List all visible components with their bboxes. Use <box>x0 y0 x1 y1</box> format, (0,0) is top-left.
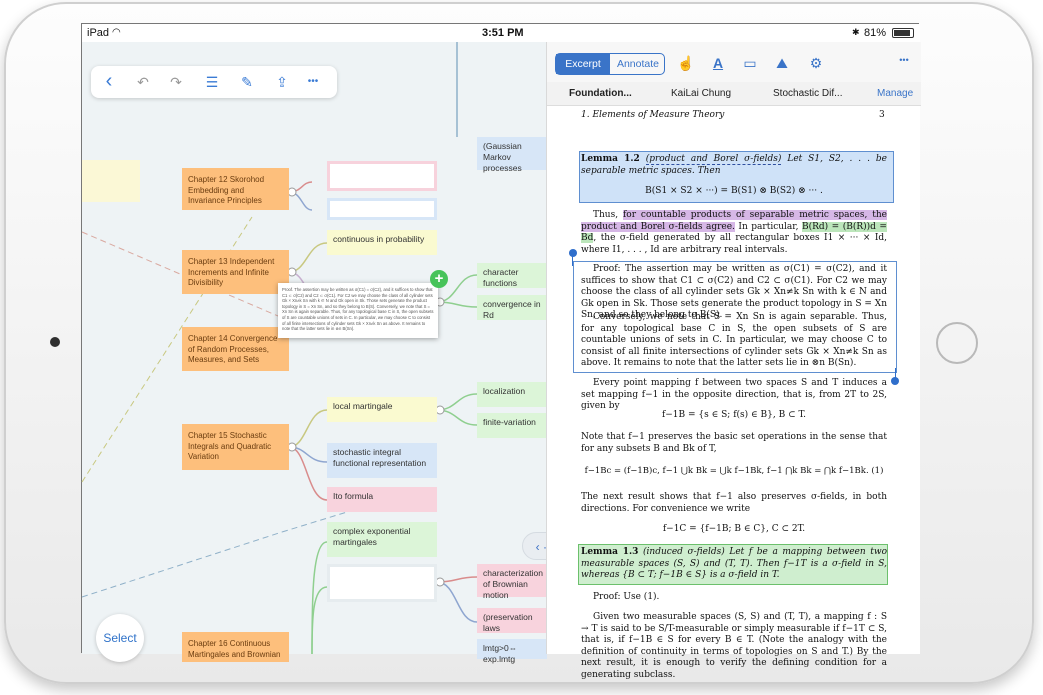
clock: 3:51 PM <box>482 27 524 39</box>
proof-text: Conversely, we note that S = Xn Sn is ag… <box>581 312 887 368</box>
mindmap-toolbar: ‹ ↶ ↷ ☰ ✎ ⇪ ••• <box>91 66 337 98</box>
topic-char-func[interactable]: character functions <box>477 263 547 288</box>
wifi-icon: ◠ <box>112 27 121 38</box>
formula: f−1C = {f−1B; B ∈ C}, C ⊂ 2T. <box>662 524 806 534</box>
chapter-13[interactable]: Chapter 13 Independent Increments and In… <box>182 250 289 294</box>
settings-icon[interactable]: ⚙ <box>809 55 823 71</box>
text: , the σ-field generated by all rectangul… <box>581 233 887 255</box>
paragraph: Note that f−1 preserves the basic set op… <box>581 432 887 454</box>
topic-preservation[interactable]: (preservation laws <box>477 608 547 633</box>
more-icon[interactable]: ••• <box>307 76 319 87</box>
screen: iPad ◠ 3:51 PM ✱ 81% <box>81 23 921 680</box>
lemma-text: Let S1, S2, . . . be separable metric sp… <box>581 154 887 176</box>
chapter-16[interactable]: Chapter 16 Continuous Martingales and Br… <box>182 632 289 662</box>
selection-handle-end[interactable] <box>891 377 899 385</box>
lemma-1-3: Lemma 1.3 (induced σ-fields) Let f be a … <box>581 547 887 582</box>
proof-selection[interactable] <box>573 261 897 373</box>
mindmap-connectors <box>81 42 478 655</box>
lemma-1-3-excerpt[interactable] <box>578 544 888 585</box>
map-icon[interactable]: ⛰ <box>776 55 788 71</box>
lemma-name: (product and Borel σ-fields) <box>645 154 782 165</box>
status-bar: iPad ◠ 3:51 PM ✱ 81% <box>82 24 920 42</box>
lemma-title: Lemma 1.2 <box>581 154 640 164</box>
text: In particular, <box>738 221 799 232</box>
formula: f−1Bc = (f−1B)c, f−1 ⋃k Bk = ⋃k f−1Bk, f… <box>584 466 884 476</box>
mode-segmented-control: Excerpt Annotate <box>555 53 665 75</box>
pointer-icon[interactable]: ☝ <box>677 55 695 71</box>
manage-link[interactable]: Manage <box>877 88 914 99</box>
mindmap-canvas[interactable]: (Gaussian Markov processes Chapter 12 Sk… <box>81 42 568 664</box>
select-button[interactable]: Select <box>96 614 144 662</box>
topic-localization[interactable]: localization <box>477 382 547 407</box>
bluetooth-icon: ✱ <box>852 27 860 37</box>
topic-finite-var[interactable]: finite-variation <box>477 413 547 438</box>
list-icon[interactable]: ☰ <box>205 74 219 90</box>
pdf-page[interactable]: 1. Elements of Measure Theory 3 Lemma 1.… <box>547 106 921 680</box>
share-icon[interactable]: ⇪ <box>276 74 288 90</box>
camera <box>50 337 60 347</box>
thumbnail-excerpt[interactable] <box>82 160 140 202</box>
paragraph: The next result shows that f−1 also pres… <box>581 492 887 514</box>
battery-icon <box>892 28 914 38</box>
paragraph: Given two measurable spaces (S, S) and (… <box>581 612 887 680</box>
carrier-label: iPad <box>87 27 110 39</box>
page-number: 3 <box>879 110 885 120</box>
selection-handle-line <box>572 256 573 266</box>
topic-conv-rd[interactable]: convergence in Rd <box>477 295 547 320</box>
drag-excerpt-preview[interactable]: Proof. The assertion may be written as σ… <box>278 283 438 338</box>
more-icon[interactable]: ••• <box>899 55 909 65</box>
chapter-15[interactable]: Chapter 15 Stochastic Integrals and Quad… <box>182 424 289 470</box>
rect-tool-icon[interactable]: ▭ <box>743 55 757 71</box>
excerpt-card[interactable] <box>327 198 437 220</box>
battery-label: 81% <box>864 27 887 39</box>
tab-kailai[interactable]: KaiLai Chung <box>671 88 732 99</box>
topic-complex-exp[interactable]: complex exponential martingales <box>327 522 437 557</box>
topic-gaussian[interactable]: (Gaussian Markov processes <box>477 137 547 173</box>
excerpt-tab[interactable]: Excerpt <box>556 54 610 74</box>
text: Thus, <box>593 210 619 220</box>
topic-ito[interactable]: Ito formula <box>327 487 437 512</box>
lemma-1-2-excerpt[interactable] <box>579 151 894 203</box>
reader-toolbar: Excerpt Annotate ☝ A ▭ ⛰ ⚙ ••• <box>547 42 921 82</box>
edit-icon[interactable]: ✎ <box>241 74 253 90</box>
proof-text: Proof: The assertion may be written as σ… <box>581 264 887 320</box>
chapter-12[interactable]: Chapter 12 Skorohod Embedding and Invari… <box>182 168 289 210</box>
selection-handle-line <box>895 368 896 378</box>
lemma-title: Lemma 1.3 <box>581 547 639 557</box>
document-reader: Excerpt Annotate ☝ A ▭ ⛰ ⚙ ••• Foundatio… <box>546 42 921 680</box>
document-tabs: Foundation... KaiLai Chung Stochastic Di… <box>547 82 921 106</box>
running-header: 1. Elements of Measure Theory <box>581 110 725 120</box>
text-tool-icon[interactable]: A <box>712 55 724 71</box>
excerpt-card[interactable] <box>327 161 437 191</box>
home-button[interactable] <box>936 322 978 364</box>
topic-local-mart[interactable]: local martingale <box>327 397 437 422</box>
lemma-text: (induced σ-fields) Let f be a mapping be… <box>581 547 887 580</box>
topic-lmtg[interactable]: lmtg>0⇔ exp.lmtg <box>477 639 547 664</box>
tab-stochastic[interactable]: Stochastic Dif... <box>773 88 843 99</box>
topic-char-brownian[interactable]: characterization of Brownian motion <box>477 564 547 600</box>
annotate-tab[interactable]: Annotate <box>616 58 660 70</box>
excerpt-card[interactable] <box>327 564 437 602</box>
back-icon[interactable]: ‹ <box>105 70 113 92</box>
selection-handle-start[interactable] <box>569 249 577 257</box>
proof-text: Proof: Use (1). <box>593 592 660 602</box>
undo-icon[interactable]: ↶ <box>137 74 149 90</box>
tab-foundation[interactable]: Foundation... <box>569 88 632 99</box>
paragraph: Every point mapping f between two spaces… <box>581 378 887 411</box>
formula: f−1B = {s ∈ S; f(s) ∈ B}, B ⊂ T. <box>661 410 807 420</box>
redo-icon[interactable]: ↷ <box>170 74 182 90</box>
lemma-formula: B(S1 × S2 × ···) = B(S1) ⊗ B(S2) ⊗ ··· . <box>645 186 823 196</box>
preview-text: Proof. The assertion may be written as σ… <box>282 287 434 332</box>
add-icon[interactable]: + <box>430 270 448 288</box>
paragraph: Thus, for countable products of separabl… <box>581 210 887 256</box>
chapter-14[interactable]: Chapter 14 Convergence of Random Process… <box>182 327 289 371</box>
topic-stoch-int[interactable]: stochastic integral functional represent… <box>327 443 437 478</box>
topic-continuous-prob[interactable]: continuous in probability <box>327 230 437 255</box>
lemma-1-2: Lemma 1.2 (product and Borel σ-fields) L… <box>581 154 887 177</box>
